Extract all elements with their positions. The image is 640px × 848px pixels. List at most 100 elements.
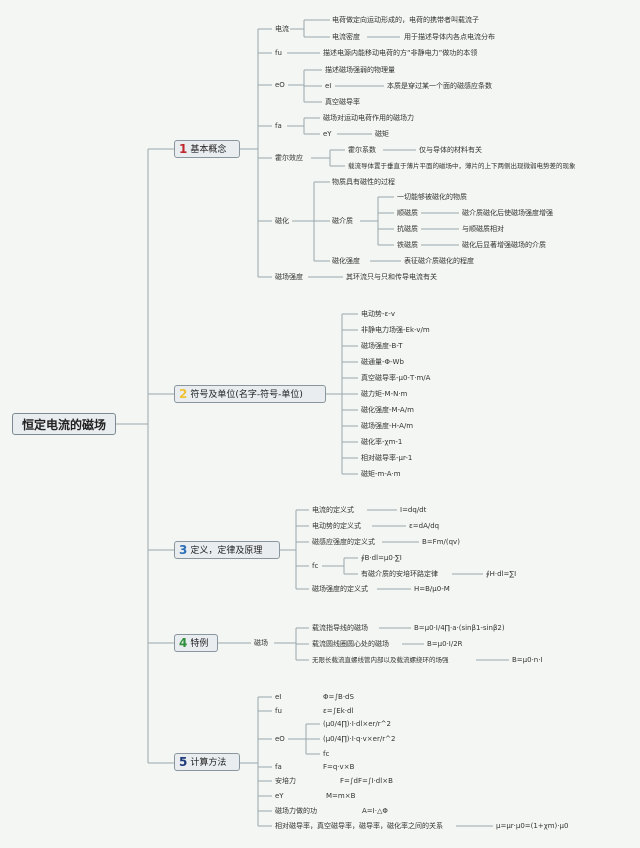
node-current-definition[interactable]: 电流的定义式 xyxy=(312,506,354,514)
node-fu-desc[interactable]: 描述电源内能移动电荷的方“非静电力”做功的本领 xyxy=(323,49,478,57)
node-work[interactable]: 磁场力做的功 xyxy=(275,807,317,815)
node-ampere-force[interactable]: 安培力 xyxy=(275,777,296,785)
node-work-formula[interactable]: A=I·△Φ xyxy=(362,807,388,815)
node-current-definition-formula[interactable]: I=dq/dt xyxy=(400,506,427,514)
node-current-density-desc[interactable]: 用于描述导体内各点电流分布 xyxy=(404,33,495,41)
connector xyxy=(290,19,400,38)
node-hall-coef-desc[interactable]: 仅与导体的材料有关 xyxy=(419,146,482,154)
node-b-definition[interactable]: 磁感应强度的定义式 xyxy=(312,538,375,546)
node-solenoid-formula[interactable]: B=μ0·n·I xyxy=(512,656,543,664)
symbol-item[interactable]: 非静电力场强-Ek-v/m xyxy=(361,326,430,334)
node-ferromagnetic-desc[interactable]: 磁化后显著增强磁场的介质 xyxy=(462,241,546,249)
symbol-item[interactable]: 相对磁导率-μr-1 xyxy=(361,454,413,462)
node-emf-definition-formula[interactable]: ε=dA/dq xyxy=(409,522,440,530)
node-loop-center-formula[interactable]: B=μ0·I/2R xyxy=(427,640,463,648)
connector xyxy=(287,117,372,135)
node-straight-wire-formula[interactable]: B=μ0·I/4∏·a·(sinβ1-sinβ2) xyxy=(414,624,505,632)
connector xyxy=(240,697,259,826)
node-solenoid[interactable]: 无限长载流直螺线管内部以及载流螺绕环的场强 xyxy=(312,656,449,664)
node-ampere-law-medium-formula[interactable]: ∮H·dl=∑I xyxy=(486,570,517,578)
node-calc-lorentz[interactable]: fa xyxy=(275,763,282,771)
node-fa[interactable]: fa xyxy=(275,122,282,130)
node-h-definition[interactable]: 磁场强度的定义式 xyxy=(312,585,368,593)
node-fa-2[interactable]: eY xyxy=(323,130,332,138)
node-medium-def[interactable]: 一切能够被磁化的物质 xyxy=(397,193,467,201)
node-fu[interactable]: fu xyxy=(275,49,282,57)
node-eo-3[interactable]: 真空磁导率 xyxy=(325,98,360,106)
node-calc-lorentz-formula[interactable]: F=q·v×B xyxy=(323,763,355,771)
symbol-item[interactable]: 磁矩-m-A·m xyxy=(361,470,401,478)
node-emf-definition[interactable]: 电动势的定义式 xyxy=(312,522,361,530)
connector xyxy=(258,696,272,827)
symbol-item[interactable]: 真空磁导率-μ0-T·m/A xyxy=(361,374,431,382)
node-permeability-relation[interactable]: 相对磁导率，真空磁导率，磁导率，磁化率之间的关系 xyxy=(275,822,443,830)
symbol-item[interactable]: 磁化率-χm-1 xyxy=(361,438,403,446)
node-b-definition-formula[interactable]: B=Fm/(qv) xyxy=(422,538,460,546)
topic-label: 符号及单位(名字-符号-单位) xyxy=(190,390,303,400)
node-calc-torque[interactable]: eY xyxy=(275,792,284,800)
node-magnetization-def[interactable]: 物质具有磁性的过程 xyxy=(332,178,395,186)
symbol-item[interactable]: 电动势-ε-v xyxy=(361,310,395,318)
node-fa-1[interactable]: 磁场对运动电荷作用的磁场力 xyxy=(323,114,414,122)
connector xyxy=(280,509,309,590)
node-eo-1[interactable]: 描述磁场强弱的物理量 xyxy=(325,66,395,74)
node-ferromagnetic[interactable]: 铁磁质 xyxy=(397,241,418,249)
connector xyxy=(240,29,259,277)
node-current-def[interactable]: 电荷做定向运动形成的，电荷的携带者叫载流子 xyxy=(332,16,479,24)
node-magnetization-strength-desc[interactable]: 表征磁介质磁化的程度 xyxy=(404,257,474,265)
node-ampere-force-formula[interactable]: F=∫dF=∫I·dl×B xyxy=(340,777,393,785)
node-calc-flux-formula[interactable]: Φ=∫B·dS xyxy=(323,693,354,701)
symbol-item[interactable]: 磁化强度-M-A/m xyxy=(361,406,414,414)
node-permeability-relation-formula[interactable]: μ=μr·μ0=(1+χm)·μ0 xyxy=(496,822,569,830)
node-calc-torque-formula[interactable]: M=m×B xyxy=(326,792,356,800)
node-biot-savart[interactable]: (μ0/4∏)·I·dl×er/r^2 xyxy=(323,720,391,728)
connector xyxy=(288,723,320,755)
node-calc-emf-formula[interactable]: ε=∫Ek·dl xyxy=(323,707,354,715)
node-hall-effect[interactable]: 霍尔效应 xyxy=(275,154,303,162)
topic-label: 基本概念 xyxy=(190,145,227,155)
node-loop-center[interactable]: 载流圆线圈圆心处的磁场 xyxy=(312,640,389,648)
node-magnetic-field[interactable]: 磁场 xyxy=(254,639,268,647)
node-current[interactable]: 电流 xyxy=(275,25,289,33)
symbol-item[interactable]: 磁场强度-B-T xyxy=(361,342,403,350)
node-hall-coef[interactable]: 霍尔系数 xyxy=(348,146,376,154)
node-h-definition-formula[interactable]: H=B/μ0-M xyxy=(414,585,450,593)
topic-number: 4 xyxy=(179,636,188,650)
symbol-item[interactable]: 磁力矩-M-N·m xyxy=(361,390,408,398)
node-diamagnetic-desc[interactable]: 与顺磁质相对 xyxy=(462,225,504,233)
node-ampere-law-medium[interactable]: 有磁介质的安培环路定律 xyxy=(361,570,438,578)
node-fa-2-desc[interactable]: 磁矩 xyxy=(375,130,389,138)
node-calc-emf[interactable]: fu xyxy=(275,707,282,715)
node-fc[interactable]: fc xyxy=(312,562,319,570)
node-eo[interactable]: eO xyxy=(275,81,285,89)
symbol-item[interactable]: 磁场强度-H-A/m xyxy=(361,422,414,430)
node-field-strength-desc[interactable]: 其环流只与只和传导电流有关 xyxy=(346,273,437,281)
node-paramagnetic-desc[interactable]: 磁介质磁化后使磁场强度增强 xyxy=(462,209,553,217)
node-hall-desc[interactable]: 载流导体置于垂直于薄片平面的磁场中，薄片的上下两侧出现微弱电势差的现象 xyxy=(348,162,576,170)
node-magnetization[interactable]: 磁化 xyxy=(275,217,289,225)
node-diamagnetic[interactable]: 抗磁质 xyxy=(397,225,418,233)
node-magnetic-medium[interactable]: 磁介质 xyxy=(332,217,353,225)
root-topic[interactable]: 恒定电流的磁场 xyxy=(12,413,116,435)
node-current-density[interactable]: 电流密度 xyxy=(332,33,360,41)
node-eo-2-desc[interactable]: 本质是穿过某一个面的磁感应条数 xyxy=(387,82,492,90)
node-eo-2[interactable]: eI xyxy=(325,82,332,90)
node-ampere-law[interactable]: ∮B·dl=μ0·∑I xyxy=(361,554,402,562)
symbol-item[interactable]: 磁通量-Φ-Wb xyxy=(361,358,404,366)
node-moving-charge-b[interactable]: (μ0/4∏)·I·q·v×er/r^2 xyxy=(323,735,396,743)
node-magnetization-strength[interactable]: 磁化强度 xyxy=(332,257,360,265)
connector xyxy=(288,69,384,103)
node-calc-b[interactable]: eO xyxy=(275,735,285,743)
connector xyxy=(116,148,174,764)
node-calc-fc[interactable]: fc xyxy=(323,750,330,758)
node-straight-wire[interactable]: 载流指导线的磁场 xyxy=(312,624,368,632)
node-calc-flux[interactable]: eI xyxy=(275,693,282,701)
node-field-strength[interactable]: 磁场强度 xyxy=(275,273,303,281)
node-paramagnetic[interactable]: 顺磁质 xyxy=(397,209,418,217)
